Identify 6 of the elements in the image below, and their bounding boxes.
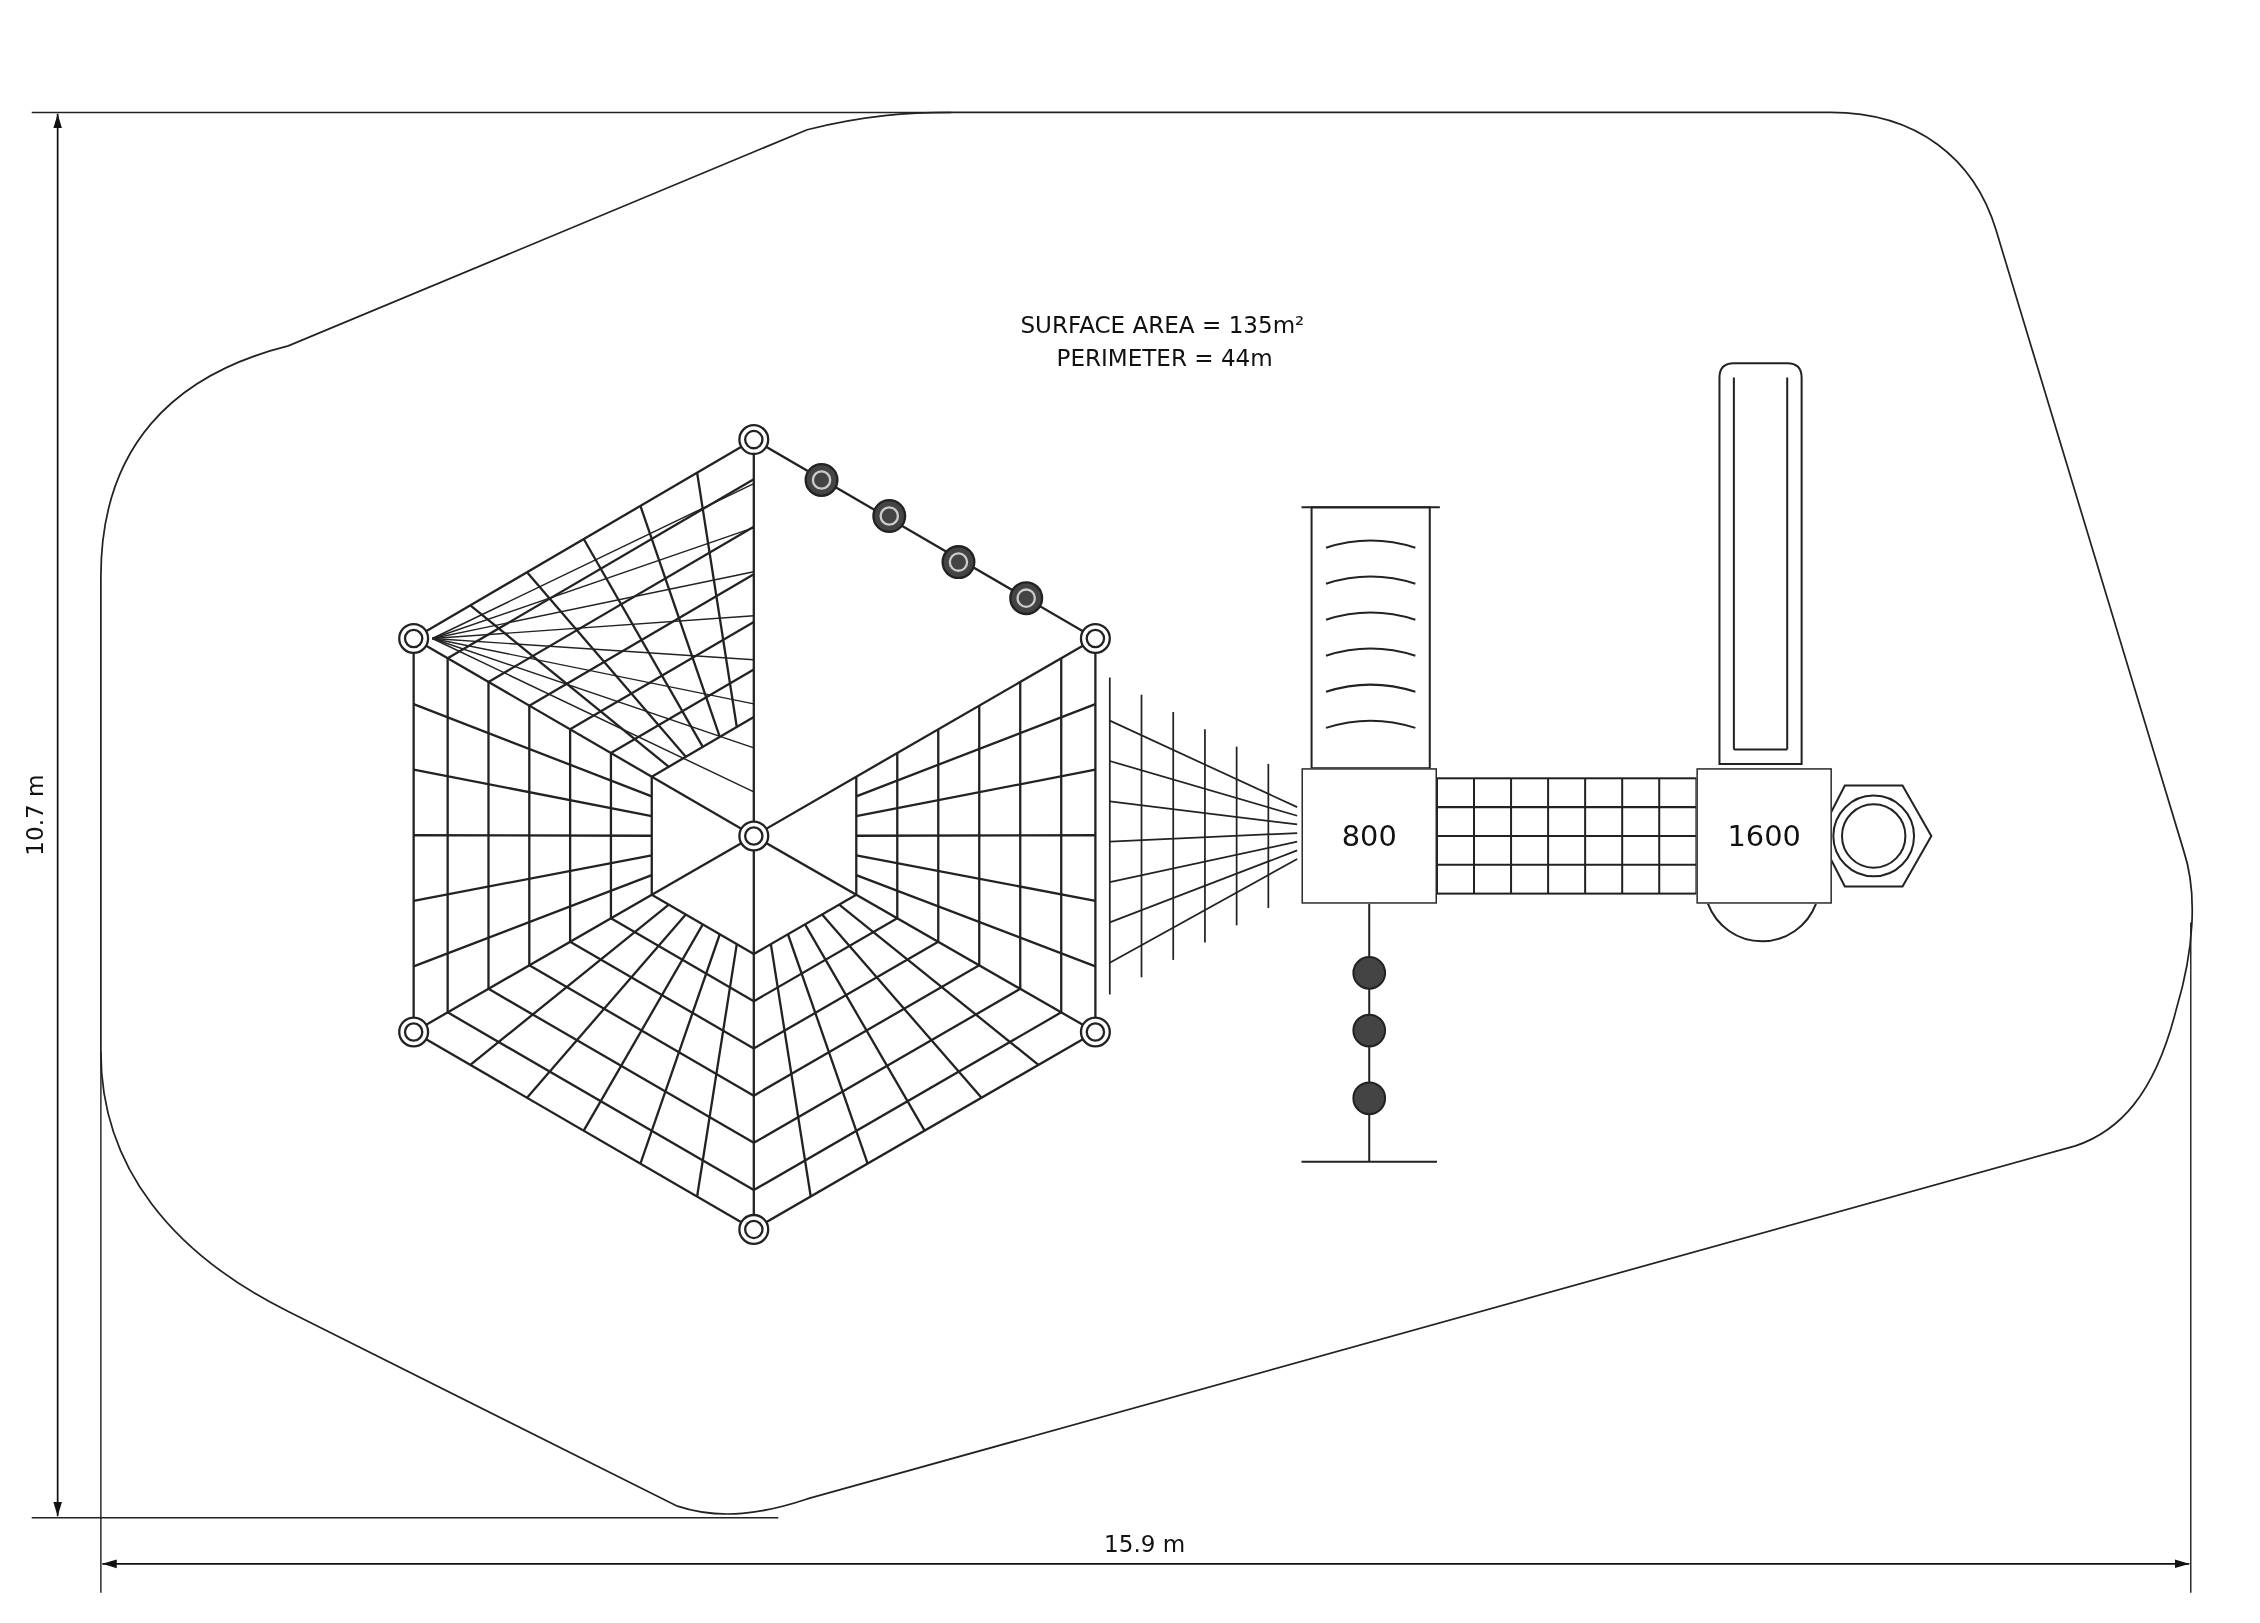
surface-area-note: SURFACE AREA = 135m²: [1020, 311, 1305, 339]
dimension-label: 15.9 m: [1104, 1530, 1186, 1559]
platform-deck: 800: [1301, 768, 1437, 904]
dimension-label: 10.7 m: [21, 774, 49, 856]
platform-deck: 1600: [1696, 768, 1832, 904]
perimeter-note: PERIMETER = 44m: [1056, 344, 1273, 372]
